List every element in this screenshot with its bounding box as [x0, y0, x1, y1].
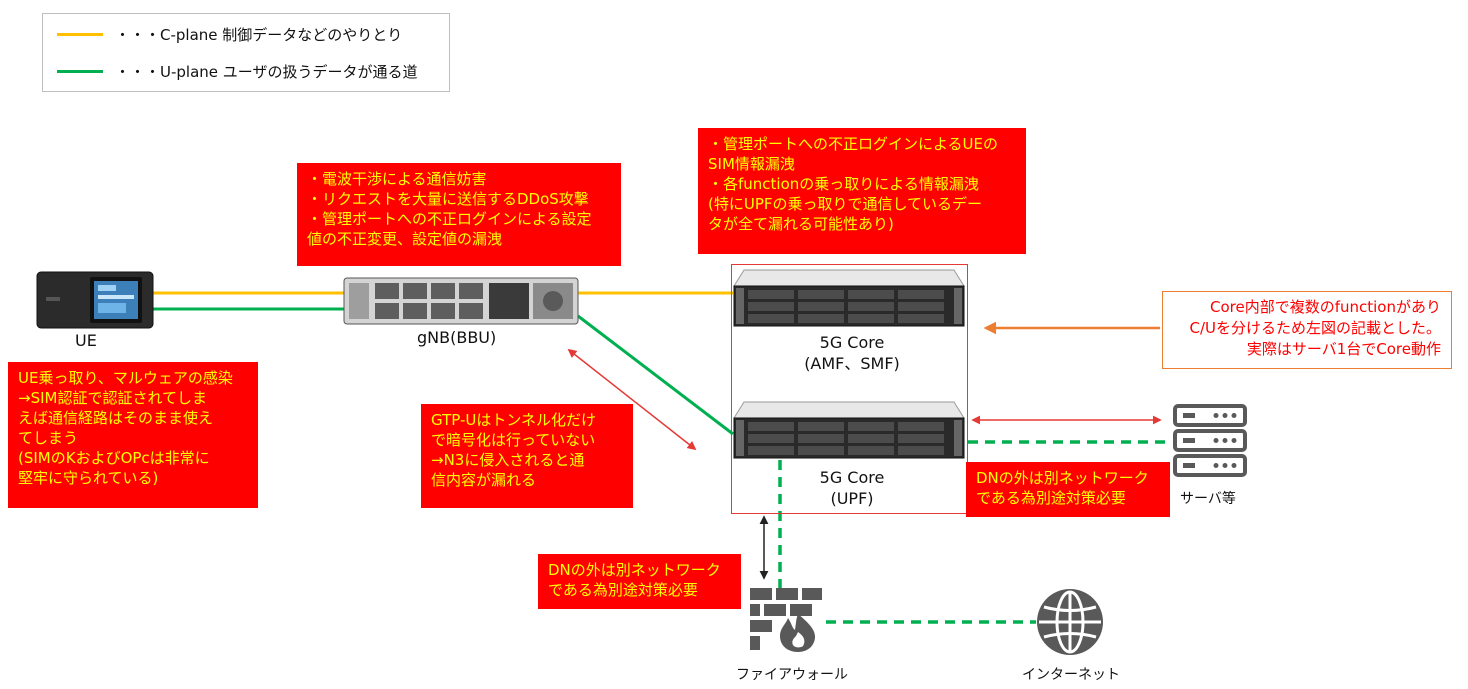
note-dn-bottom-line: DNの外は別ネットワーク — [548, 561, 721, 579]
server-label: サーバ等 — [1180, 491, 1236, 507]
core-amf-label-line1: 5G Core — [819, 333, 885, 352]
note-core-internal-line: Core内部で複数のfunctionがあり — [1210, 298, 1441, 316]
note-dn-bottom-line: である為別途対策必要 — [548, 581, 698, 599]
note-core-risks-line: ・管理ポートへの不正ログインによるUEの — [708, 135, 999, 153]
core-amf-server-icon — [733, 269, 965, 327]
note-dn-right-line: DNの外は別ネットワーク — [976, 469, 1149, 487]
ue-router-icon — [36, 271, 154, 329]
server-rack-icon — [1173, 404, 1247, 477]
note-ue-risks-line: →SIM認証で認証されてしま — [18, 389, 208, 407]
legend-c-plane-label: ・・・C-plane 制御データなどのやりとり — [115, 25, 403, 44]
internet-label: インターネット — [1022, 667, 1120, 683]
note-gnb-risks-line: ・リクエストを大量に送信するDDoS攻撃 — [307, 190, 589, 208]
note-gtp-u-line: →N3に侵入されると通 — [431, 451, 585, 469]
legend-u-plane: ・・・U-plane ユーザの扱うデータが通る道 — [57, 58, 417, 84]
legend-u-plane-label: ・・・U-plane ユーザの扱うデータが通る道 — [115, 62, 418, 81]
core-upf-label-line1: 5G Core — [819, 468, 885, 487]
5g-core-frame — [731, 264, 968, 514]
note-core-risks-line: SIM情報漏洩 — [708, 155, 795, 173]
note-core-risks-line: タが全て漏れる可能性あり) — [708, 215, 894, 233]
note-gtp-u: GTP-Uはトンネル化だけ で暗号化は行っていない →N3に侵入されると通 信内… — [421, 404, 633, 508]
arrow-n3 — [567, 348, 697, 451]
legend-c-plane: ・・・C-plane 制御データなどのやりとり — [57, 21, 402, 47]
note-core-internal: Core内部で複数のfunctionがあり C/Uを分けるため左図の記載とした。… — [1162, 291, 1452, 369]
core-upf-label-line2: (UPF) — [830, 489, 874, 508]
gnb-label: gNB(BBU) — [417, 328, 497, 347]
note-gnb-risks-line: ・電波干渉による通信妨害 — [307, 170, 487, 188]
note-ue-risks-line: (SIMのKおよびOPcは非常に — [18, 449, 210, 467]
note-ue-risks-line: 堅牢に守られている) — [18, 469, 159, 487]
note-ue-risks: UE乗っ取り、マルウェアの感染 →SIM認証で認証されてしま えば通信経路はその… — [8, 362, 258, 508]
globe-icon — [1037, 589, 1103, 655]
note-dn-right: DNの外は別ネットワーク である為別途対策必要 — [966, 462, 1170, 517]
note-gtp-u-line: 信内容が漏れる — [431, 471, 537, 489]
note-dn-right-line: である為別途対策必要 — [976, 489, 1126, 507]
note-core-risks: ・管理ポートへの不正ログインによるUEの SIM情報漏洩 ・各functionの… — [698, 128, 1026, 254]
ue-label: UE — [75, 331, 97, 350]
core-amf-label: 5G Core (AMF、SMF) — [772, 332, 932, 374]
note-ue-risks-line: てしまう — [18, 429, 79, 447]
note-core-internal-line: C/Uを分けるため左図の記載とした。 — [1189, 319, 1441, 337]
note-core-risks-line: ・各functionの乗っ取りによる情報漏洩 — [708, 175, 979, 193]
note-gnb-risks-line: 値の不正変更、設定値の漏洩 — [307, 230, 503, 248]
core-upf-server-icon — [733, 401, 965, 459]
note-core-internal-line: 実際はサーバ1台でCore動作 — [1246, 340, 1441, 358]
note-gtp-u-line: で暗号化は行っていない — [431, 431, 596, 449]
note-ue-risks-line: えば通信経路はそのまま使え — [18, 409, 214, 427]
legend-c-plane-swatch — [57, 32, 103, 36]
note-gtp-u-line: GTP-Uはトンネル化だけ — [431, 411, 597, 429]
core-upf-label: 5G Core (UPF) — [772, 467, 932, 509]
firewall-label: ファイアウォール — [736, 667, 848, 683]
note-ue-risks-line: UE乗っ取り、マルウェアの感染 — [18, 369, 233, 387]
legend: ・・・C-plane 制御データなどのやりとり ・・・U-plane ユーザの扱… — [42, 13, 450, 92]
legend-u-plane-swatch — [57, 69, 103, 73]
gnb-bbu-icon — [343, 277, 579, 325]
note-gnb-risks: ・電波干渉による通信妨害 ・リクエストを大量に送信するDDoS攻撃 ・管理ポート… — [297, 163, 621, 266]
note-gnb-risks-line: ・管理ポートへの不正ログインによる設定 — [307, 210, 592, 228]
firewall-icon — [750, 588, 822, 652]
note-dn-bottom: DNの外は別ネットワーク である為別途対策必要 — [538, 554, 741, 609]
note-core-risks-line: (特にUPFの乗っ取りで通信しているデー — [708, 195, 983, 213]
core-amf-label-line2: (AMF、SMF) — [804, 354, 900, 373]
